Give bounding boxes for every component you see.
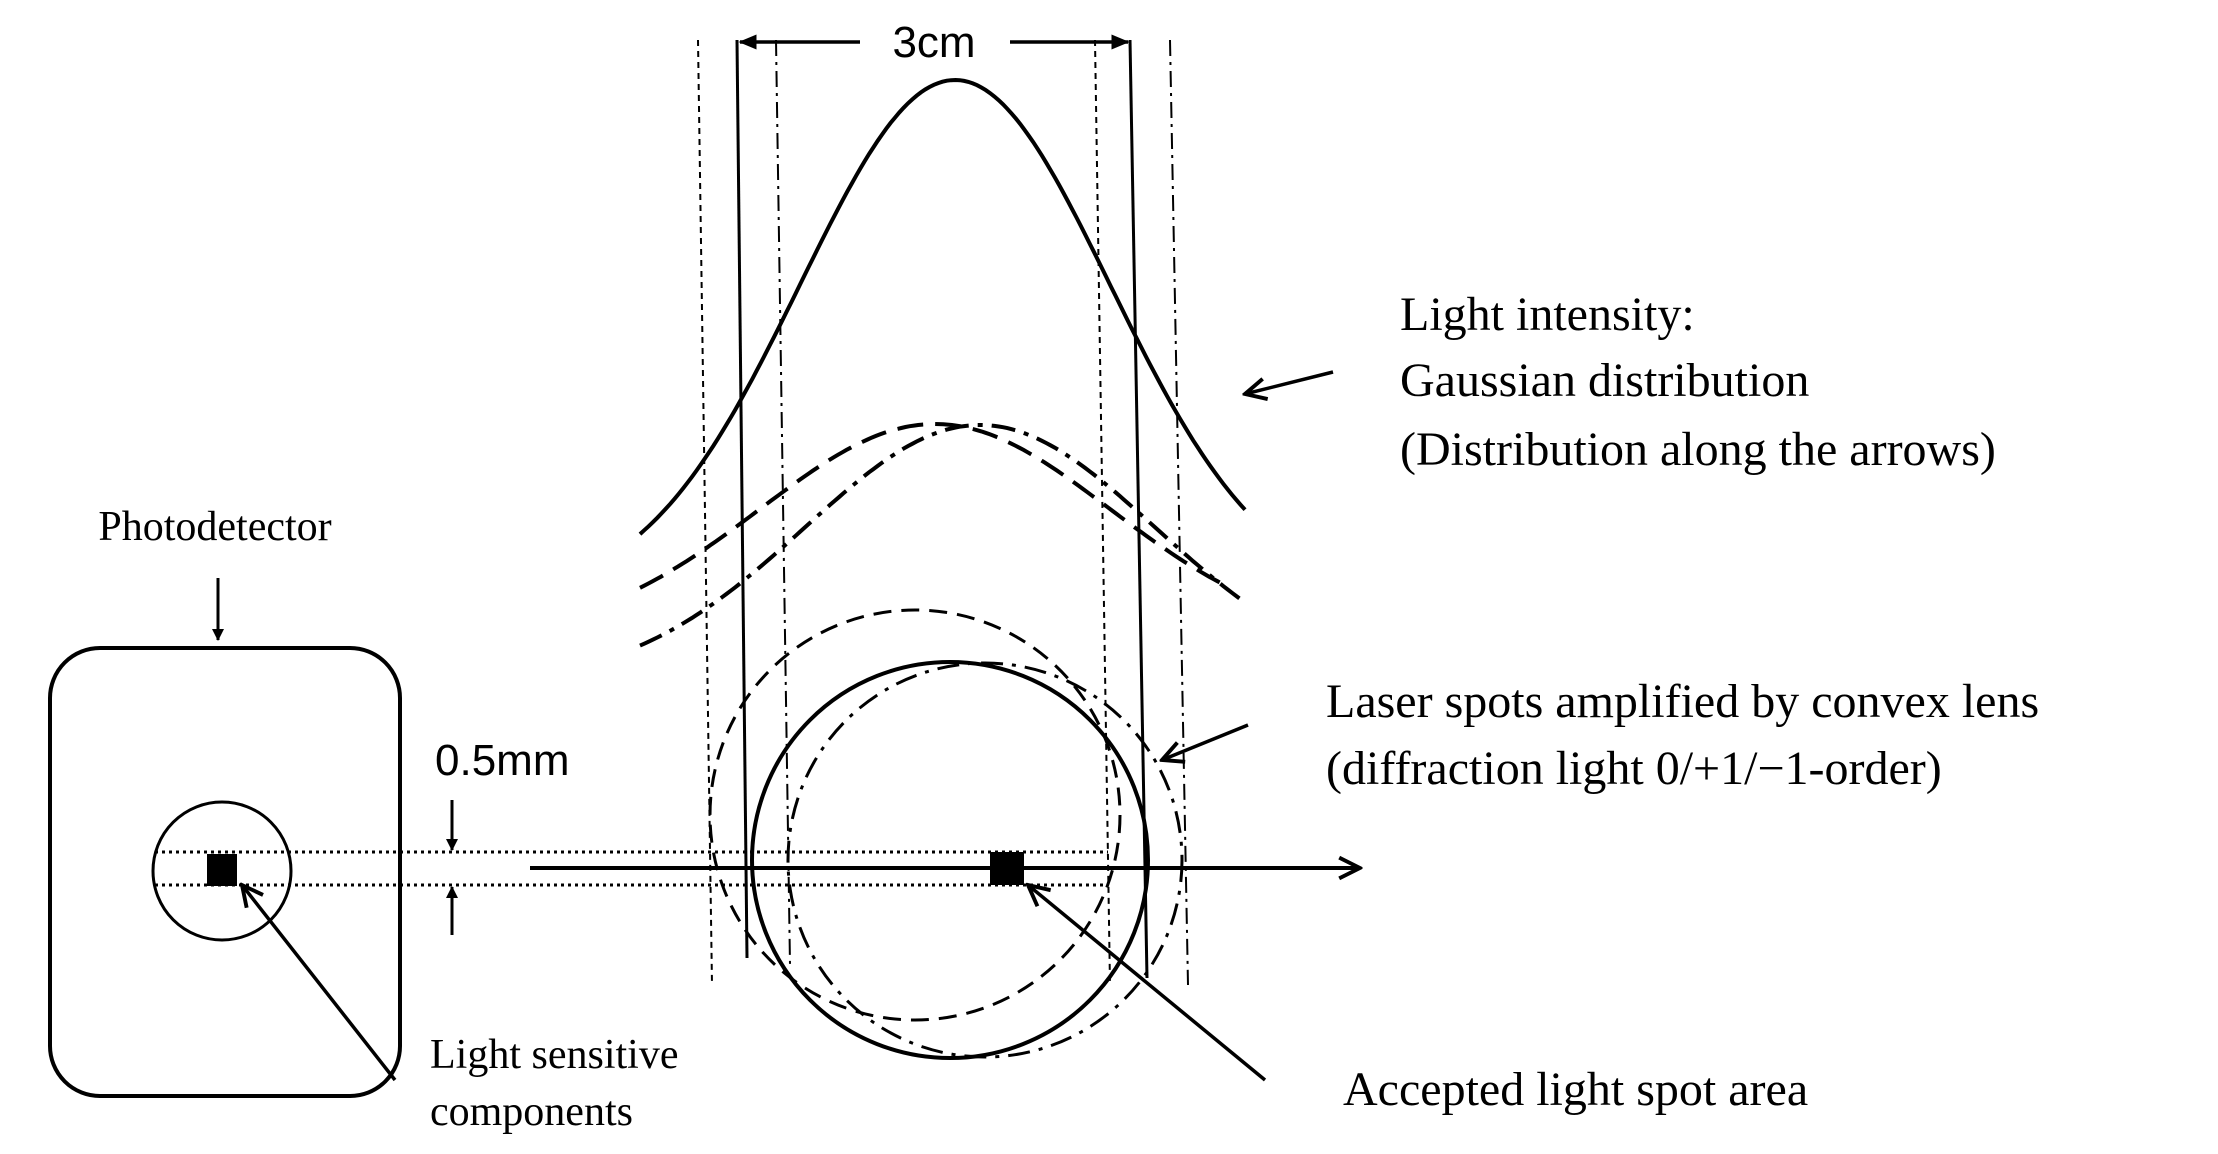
accepted-spot-square: [990, 852, 1024, 885]
laser-spot-solid: [750, 660, 1150, 1060]
intensity-line-2: Gaussian distribution: [1400, 354, 1809, 407]
intensity-pointer: [1245, 370, 1334, 394]
width-dimension: 3cm: [738, 18, 1130, 67]
beam-edge-dashed-right: [1094, 39, 1111, 986]
gaussian-curve-zero-order: [638, 77, 1247, 536]
width-dimension-label: 3cm: [892, 18, 975, 67]
slit-lines: [155, 850, 1108, 887]
gap-dimension: 0.5mm: [435, 736, 569, 935]
photodetector-body: [48, 646, 402, 1098]
beam-edge-dashed-left: [697, 39, 713, 986]
beam-edge-solid-right: [1128, 39, 1149, 979]
light-sensitive-annotation: Light sensitive components: [430, 1032, 678, 1135]
intensity-annotation: Light intensity: Gaussian distribution (…: [1400, 288, 1996, 476]
laser-spots: [708, 608, 1184, 1060]
gaussian-curves: [638, 77, 1247, 648]
beam-edge-solid-left: [735, 39, 749, 959]
laser-spots-line-1: Laser spots amplified by convex lens: [1326, 675, 2039, 728]
light-sensitive-line-1: Light sensitive: [430, 1032, 678, 1078]
light-sensitive-pointer: [242, 885, 397, 1082]
laser-spots-annotation: Laser spots amplified by convex lens (di…: [1326, 675, 2039, 795]
beam-edge-dashdot-right: [1169, 39, 1189, 986]
accepted-area-label: Accepted light spot area: [1343, 1063, 1808, 1116]
laser-spots-pointer: [1162, 723, 1249, 760]
intensity-line-1: Light intensity:: [1400, 288, 1695, 341]
laser-spot-dashed: [708, 608, 1122, 1022]
laser-spots-line-2: (diffraction light 0/+1/−1-order): [1326, 742, 1942, 795]
light-sensitive-square: [207, 854, 237, 886]
gaussian-curve-plus-first-order: [639, 421, 1231, 590]
photodetector-lens-circle: [151, 800, 293, 942]
accepted-area-pointer: [1028, 885, 1267, 1082]
photodetector-label: Photodetector: [98, 504, 331, 550]
intensity-line-3: (Distribution along the arrows): [1400, 423, 1996, 476]
laser-spot-dashdot: [786, 661, 1184, 1059]
photodetector: Photodetector: [48, 504, 402, 1098]
beam-edge-dashdot-left: [775, 39, 791, 966]
light-sensitive-line-2: components: [430, 1089, 633, 1135]
gap-dimension-label: 0.5mm: [435, 736, 569, 785]
